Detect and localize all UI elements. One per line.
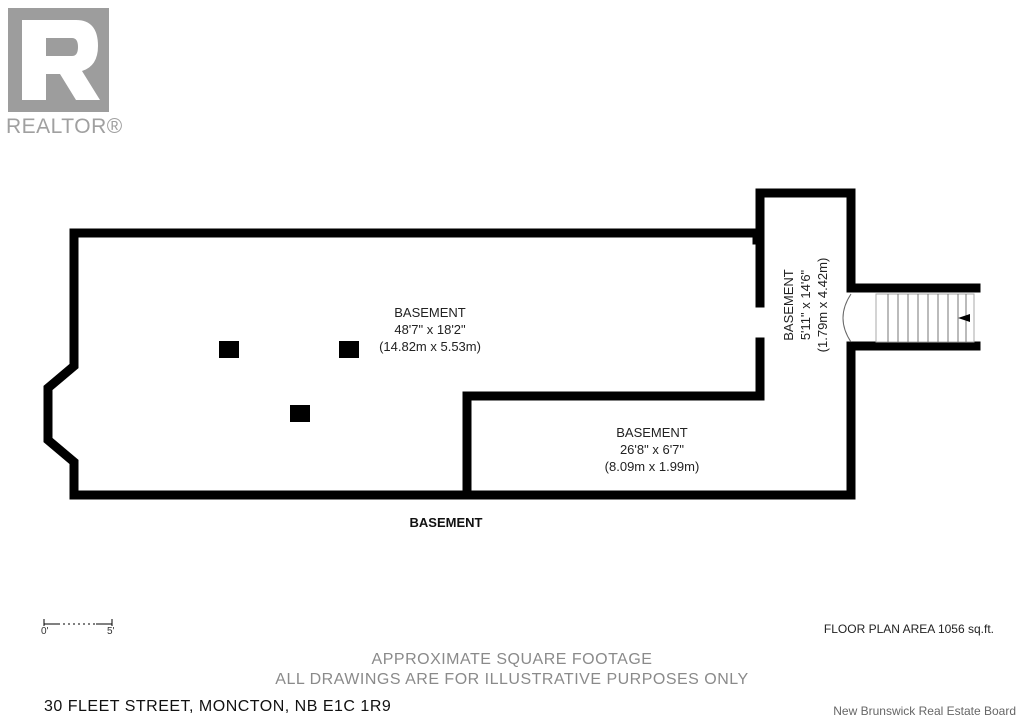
support-column: [339, 341, 359, 358]
disclaimer: APPROXIMATE SQUARE FOOTAGE ALL DRAWINGS …: [0, 650, 1024, 690]
room-label-closet: BASEMENT 5'11" x 14'6" (1.79m x 4.42m): [780, 225, 831, 385]
realtor-r-icon: [8, 8, 109, 112]
room-dims-imperial: 26'8" x 6'7": [619, 442, 685, 457]
property-address: 30 FLEET STREET, MONCTON, NB E1C 1R9: [44, 698, 392, 715]
scale-end-label: 5': [107, 626, 115, 637]
door-swing: [842, 293, 852, 343]
room-name: BASEMENT: [781, 269, 796, 341]
room-dims-metric: (1.79m x 4.42m): [815, 257, 830, 353]
room-dims-metric: (8.09m x 1.99m): [604, 459, 700, 474]
disclaimer-line-2: ALL DRAWINGS ARE FOR ILLUSTRATIVE PURPOS…: [275, 671, 749, 688]
realtor-wordmark: REALTOR®: [6, 115, 123, 138]
stair-arrow-icon: [958, 314, 970, 322]
lower-room-wall: [462, 341, 981, 500]
support-column: [290, 405, 310, 422]
room-dims-imperial: 48'7" x 18'2": [394, 322, 466, 337]
room-label-main: BASEMENT 48'7" x 18'2" (14.82m x 5.53m): [350, 304, 510, 355]
disclaimer-line-1: APPROXIMATE SQUARE FOOTAGE: [371, 651, 653, 668]
room-label-lower: BASEMENT 26'8" x 6'7" (8.09m x 1.99m): [572, 424, 732, 475]
plan-title: BASEMENT: [409, 515, 483, 530]
floor-plan-area: FLOOR PLAN AREA 1056 sq.ft.: [823, 622, 994, 636]
room-name: BASEMENT: [616, 425, 688, 440]
notch-wall: [462, 337, 765, 401]
main-room-wall: [43, 228, 762, 500]
scale-bar: [43, 619, 113, 626]
room-name: BASEMENT: [394, 305, 466, 320]
board-credit: New Brunswick Real Estate Board: [833, 704, 1016, 718]
room-dims-metric: (14.82m x 5.53m): [379, 339, 481, 354]
support-column: [219, 341, 239, 358]
room-dims-imperial: 5'11" x 14'6": [798, 269, 813, 341]
scale-start-label: 0': [41, 626, 49, 637]
